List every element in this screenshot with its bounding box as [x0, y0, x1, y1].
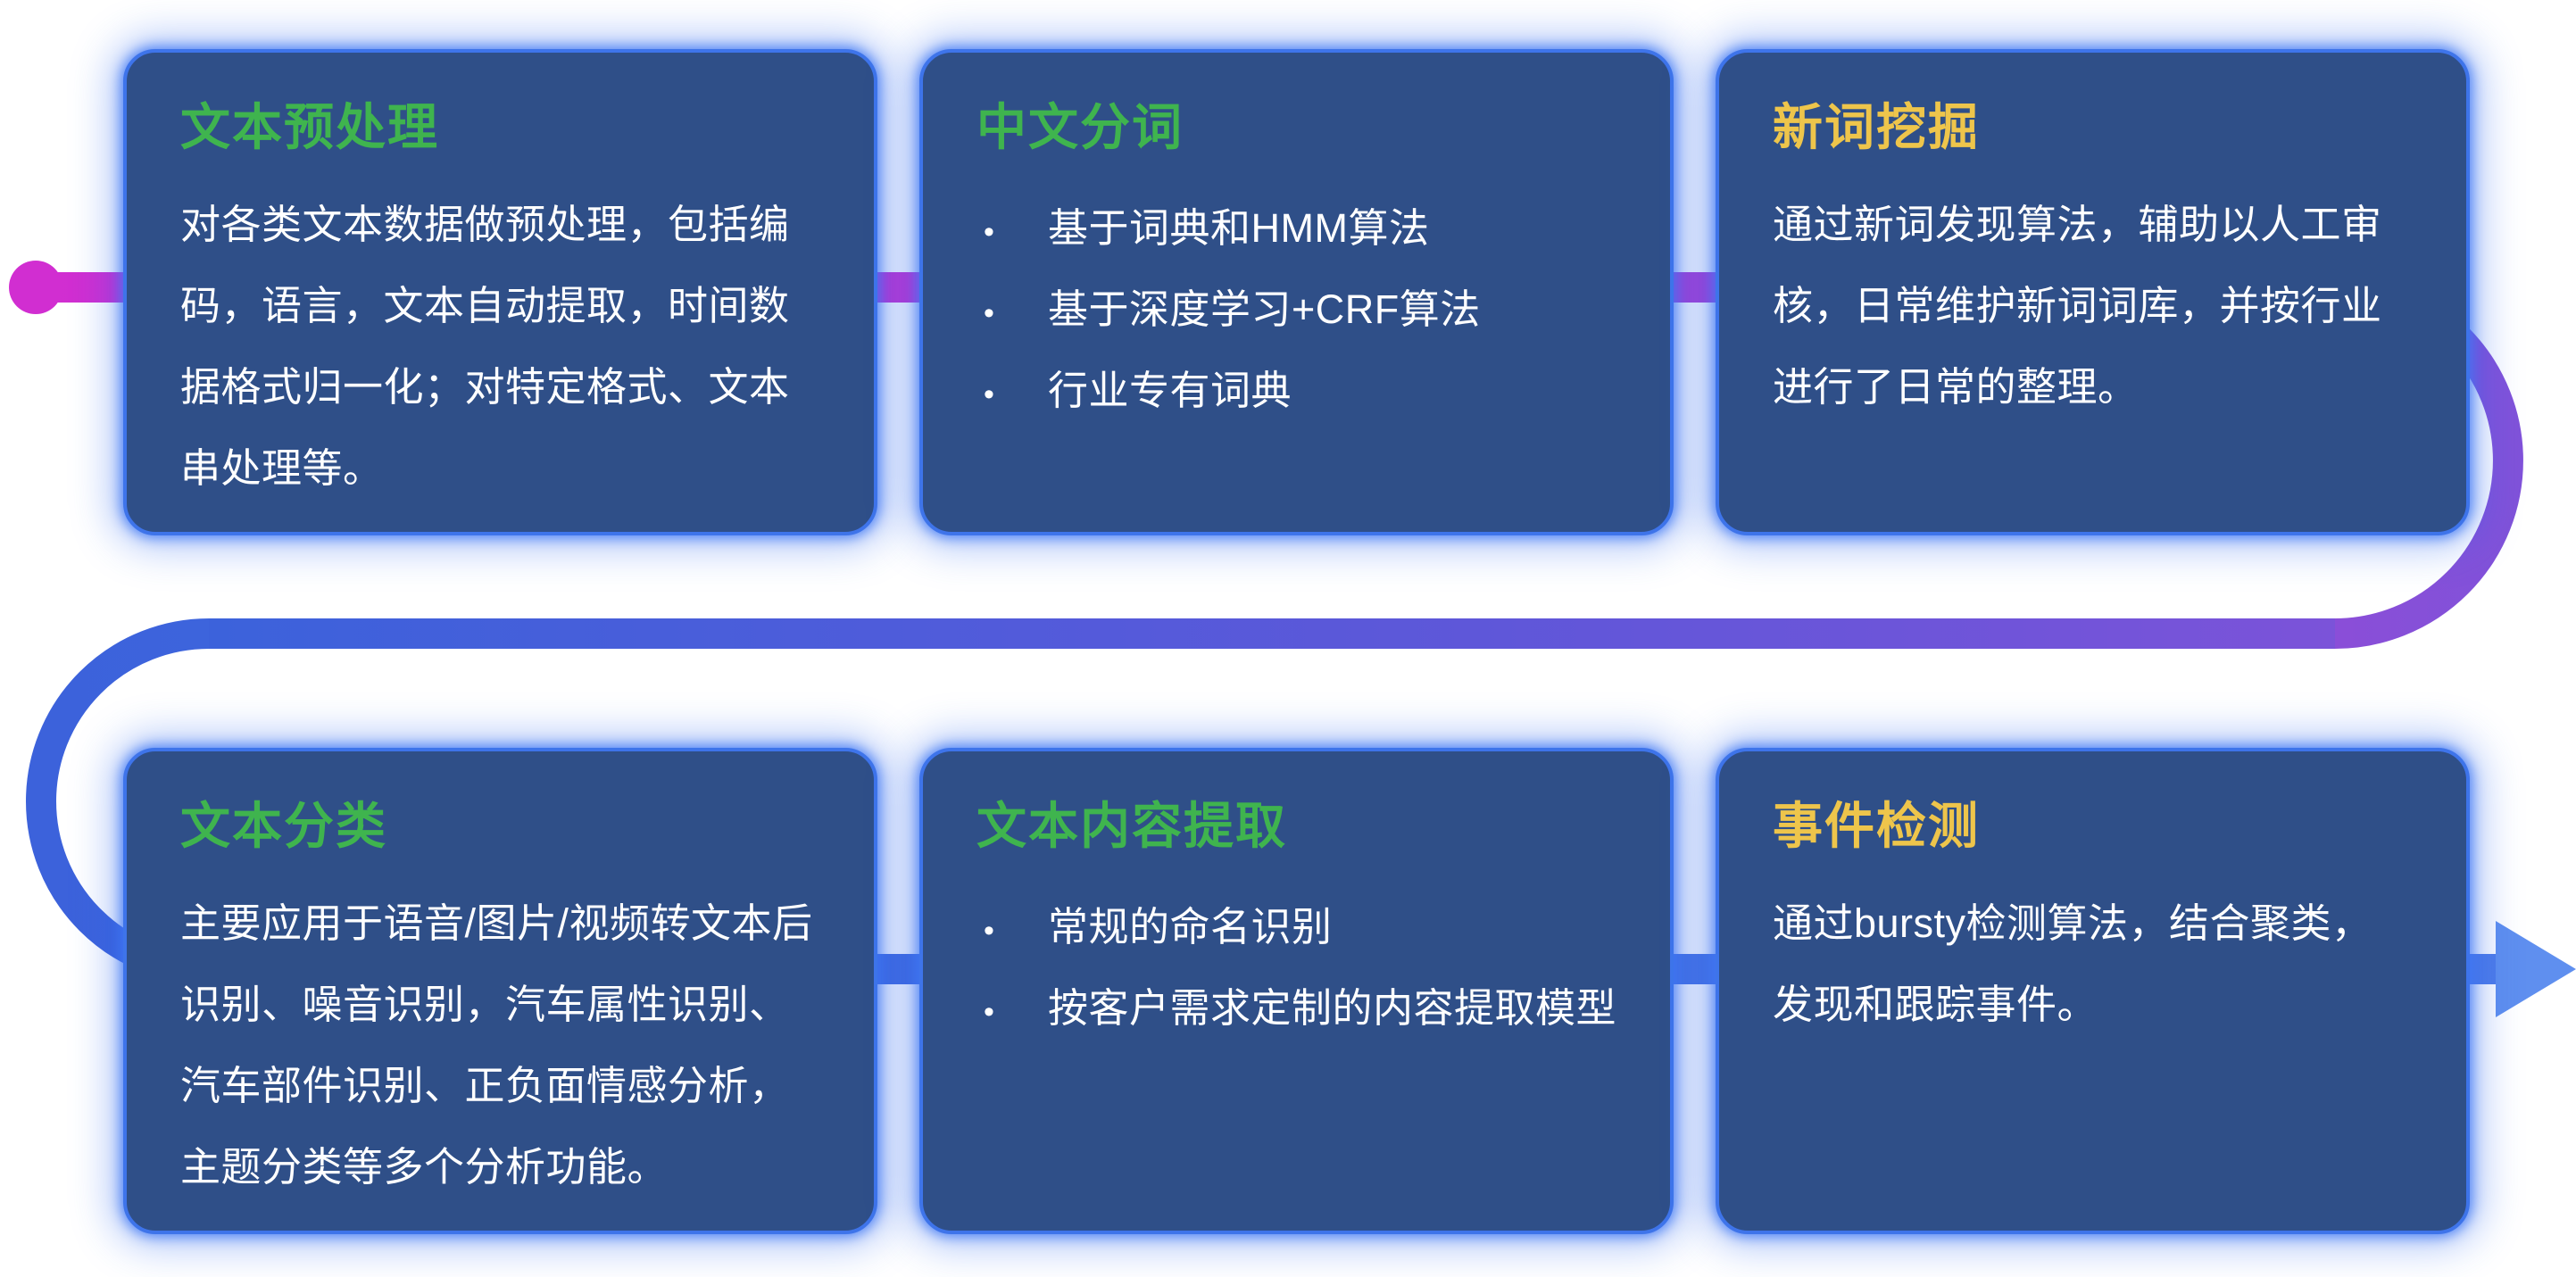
card-title: 新词挖掘 — [1773, 99, 1980, 155]
card-text-preprocessing: 文本预处理 对各类文本数据做预处理，包括编码，语言，文本自动提取，时间数据格式归… — [123, 49, 877, 535]
card-title: 中文分词 — [976, 99, 1184, 155]
card-title: 文本内容提取 — [976, 798, 1287, 854]
bullet-dot-icon: • — [984, 215, 995, 250]
bullet-text: 常规的命名识别 — [1048, 904, 1333, 950]
card-title: 事件检测 — [1773, 798, 1980, 854]
bullet-text: 基于词典和HMM算法 — [1048, 205, 1430, 252]
bullet-item: • 常规的命名识别 — [976, 887, 1616, 968]
card-chinese-word-segmentation: 中文分词 • 基于词典和HMM算法 • 基于深度学习+CRF算法 • 行业专有词典 — [919, 49, 1674, 535]
bullet-dot-icon: • — [984, 914, 995, 949]
card-content-extraction: 文本内容提取 • 常规的命名识别 • 按客户需求定制的内容提取模型 — [919, 748, 1674, 1234]
card-body: 通过bursty检测算法，结合聚类，发现和跟踪事件。 — [1773, 900, 2372, 1028]
pipeline-arrow-icon — [2496, 921, 2576, 1017]
bullet-item: • 基于深度学习+CRF算法 — [976, 269, 1616, 351]
card-body: 主要应用于语音/图片/视频转文本后识别、噪音识别，汽车属性识别、汽车部件识别、正… — [180, 900, 813, 1190]
bullet-text: 按客户需求定制的内容提取模型 — [1048, 985, 1617, 1032]
card-bullet-list: • 基于词典和HMM算法 • 基于深度学习+CRF算法 • 行业专有词典 — [976, 188, 1616, 432]
bullet-dot-icon: • — [984, 296, 995, 331]
bullet-dot-icon: • — [984, 995, 995, 1030]
bullet-item: • 行业专有词典 — [976, 351, 1616, 432]
card-body: 对各类文本数据做预处理，包括编码，语言，文本自动提取，时间数据格式归一化；对特定… — [180, 202, 790, 492]
bullet-text: 基于深度学习+CRF算法 — [1048, 286, 1481, 333]
bullet-item: • 基于词典和HMM算法 — [976, 188, 1616, 269]
bullet-text: 行业专有词典 — [1048, 368, 1292, 414]
card-new-word-mining: 新词挖掘 通过新词发现算法，辅助以人工审核，日常维护新词词库，并按行业进行了日常… — [1716, 49, 2470, 535]
card-body: 通过新词发现算法，辅助以人工审核，日常维护新词词库，并按行业进行了日常的整理。 — [1773, 202, 2382, 410]
card-title: 文本分类 — [180, 798, 387, 854]
bullet-item: • 按客户需求定制的内容提取模型 — [976, 968, 1616, 1049]
bullet-dot-icon: • — [984, 377, 995, 412]
card-text-classification: 文本分类 主要应用于语音/图片/视频转文本后识别、噪音识别，汽车属性识别、汽车部… — [123, 748, 877, 1234]
card-title: 文本预处理 — [180, 99, 439, 155]
pipeline-start-dot — [9, 261, 62, 314]
card-event-detection: 事件检测 通过bursty检测算法，结合聚类，发现和跟踪事件。 — [1716, 748, 2470, 1234]
card-bullet-list: • 常规的命名识别 • 按客户需求定制的内容提取模型 — [976, 887, 1616, 1049]
